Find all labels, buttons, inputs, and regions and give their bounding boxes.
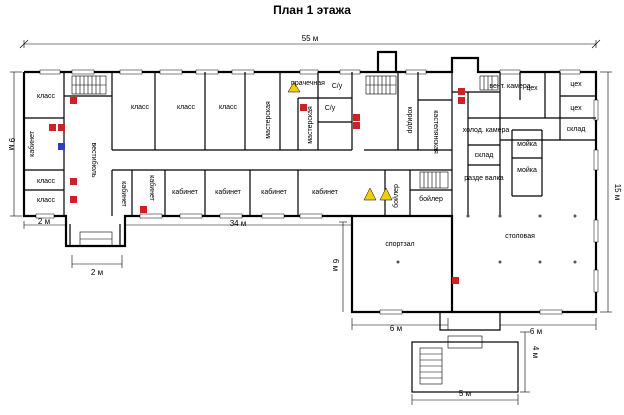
room-holod-kamera: холод. камера — [463, 127, 510, 134]
room-kabinet-left: кабинет — [28, 130, 36, 157]
fire-marker — [353, 114, 360, 121]
dim-stair-depth: 4 м — [531, 346, 540, 358]
room-su-2: С/у — [325, 105, 336, 112]
outer-walls — [22, 50, 598, 331]
room-tseh-2: цех — [570, 81, 582, 88]
dim-right-depth: 15 м — [613, 184, 622, 201]
room-labels: класс кабинет класс класс вестибюль клас… — [28, 80, 585, 248]
dim-right-bottom: 6 м — [530, 327, 542, 336]
dim-stair-width: 5 м — [459, 389, 471, 398]
room-sklad-2: склад — [475, 152, 494, 159]
room-tseh-1: цех — [526, 85, 538, 92]
fire-marker — [70, 196, 77, 203]
fire-marker — [452, 277, 459, 284]
room-sportzal: спортзал — [385, 241, 414, 248]
room-tseh-3: цех — [570, 105, 582, 112]
room-klass-3: класс — [37, 197, 56, 204]
stairs — [71, 75, 519, 393]
fire-marker — [458, 97, 465, 104]
room-pracheshnaya: прачечная — [291, 80, 325, 87]
room-masterskaya-2: мастерская — [307, 106, 314, 144]
room-kabinet-s3: кабинет — [172, 188, 199, 196]
stair-left — [71, 75, 107, 95]
room-stolovaya: столовая — [505, 233, 535, 240]
dim-bottom-span: 6 м — [390, 324, 402, 333]
warning-marker — [379, 187, 393, 201]
room-klass-5: класс — [177, 104, 196, 111]
dim-sport-depth: 6 м — [331, 259, 340, 271]
interior-walls — [24, 72, 596, 312]
room-kabinet-s2: кабинет — [148, 175, 156, 202]
dim-left-depth: 9 м — [7, 138, 16, 150]
windows — [35, 69, 599, 315]
fire-marker — [140, 206, 147, 213]
room-moika-1: мойка — [517, 140, 537, 148]
room-koridor: коридор — [406, 107, 413, 134]
fire-marker — [58, 124, 65, 131]
stair-bottom-entrance — [411, 335, 519, 393]
room-ventkamera: вент. камера — [489, 83, 530, 90]
fire-marker — [70, 97, 77, 104]
room-klass-2: класс — [37, 178, 56, 185]
stair-kitchen — [479, 75, 499, 91]
room-su-1: С/у — [332, 83, 343, 90]
room-kabinet-s4: кабинет — [215, 188, 242, 196]
stair-block-service — [419, 171, 449, 189]
room-vestibul: вестибюль — [90, 143, 98, 178]
warning-marker — [363, 187, 377, 201]
dim-corridor-span: 34 м — [230, 219, 247, 228]
warning-markers — [287, 81, 393, 201]
dim-entrance-width: 2 м — [91, 268, 103, 277]
room-masterskaya-1: мастерская — [265, 101, 272, 139]
plan-title: План 1 этажа — [273, 3, 351, 17]
room-klass-4: класс — [131, 104, 150, 111]
room-kabinet-s5: кабинет — [261, 188, 288, 196]
room-kabinet-s6: кабинет — [312, 188, 339, 196]
room-sklad-1: склад — [567, 126, 586, 133]
fire-marker — [458, 88, 465, 95]
room-boyler-2: бойлер — [419, 195, 443, 203]
fire-marker — [70, 178, 77, 185]
fire-marker — [49, 124, 56, 131]
room-kastelyanskaya: кастелянская — [432, 110, 439, 154]
room-razdevalka: разде валка — [464, 175, 504, 182]
fire-marker — [353, 122, 360, 129]
room-boyler-1: бойлер — [392, 184, 400, 208]
room-kabinet-s1: кабинет — [120, 181, 128, 208]
room-klass-6: класс — [219, 104, 238, 111]
fire-extinguisher-markers — [49, 88, 465, 284]
dim-entrance-left: 2 м — [38, 217, 50, 226]
columns — [396, 214, 577, 264]
room-klass-1: класс — [37, 93, 56, 100]
warning-marker — [287, 81, 301, 93]
dimension-lines: 55 м 9 м 15 м 2 м 34 м 2 м 6 м 6 м — [7, 34, 622, 405]
room-moika-2: мойка — [517, 166, 537, 174]
fire-marker — [300, 104, 307, 111]
dim-total-length: 55 м — [302, 34, 319, 43]
stair-middle — [365, 75, 397, 95]
fire-marker — [58, 143, 65, 150]
